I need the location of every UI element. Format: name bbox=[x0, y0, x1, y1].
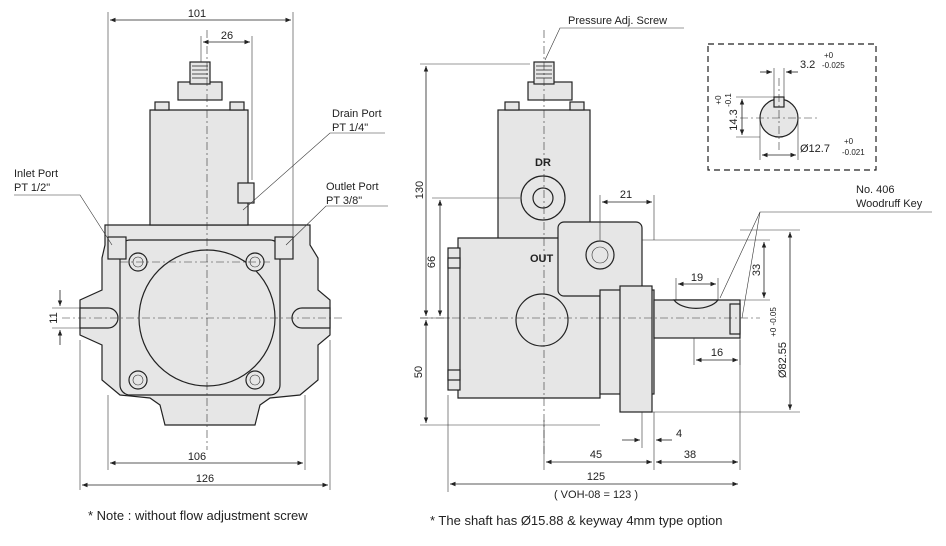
front-dim-11: 11 bbox=[48, 312, 60, 323]
front-view: 101 26 11 106 126 Drain Port PT 1/4" Inl… bbox=[14, 8, 388, 490]
shaft-dia-dim: Ø12.7 bbox=[800, 143, 830, 155]
key-no-label: No. 406 bbox=[856, 184, 895, 196]
side-dim-diameter: Ø82.55 bbox=[777, 342, 789, 378]
side-dim-130: 130 bbox=[414, 181, 426, 199]
key-width-tol-up: +0 bbox=[824, 51, 834, 60]
note-left: * Note : without flow adjustment screw bbox=[88, 508, 308, 523]
drain-port-label: Drain Port bbox=[332, 108, 382, 120]
front-dim-26: 26 bbox=[221, 30, 233, 42]
key-depth-tol-low: -0.1 bbox=[724, 93, 733, 107]
drain-mark: DR bbox=[535, 157, 551, 169]
side-dim-125-alt: ( VOH-08 = 123 ) bbox=[554, 489, 638, 501]
shaft-dia-tol-low: -0.021 bbox=[842, 148, 865, 157]
side-dim-50: 50 bbox=[413, 366, 425, 378]
key-depth-dim: 14.3 bbox=[728, 109, 740, 130]
side-dim-66: 66 bbox=[426, 256, 438, 268]
key-depth-tol-up: +0 bbox=[714, 95, 723, 105]
side-dim-21: 21 bbox=[620, 189, 632, 201]
side-dim-33: 33 bbox=[751, 264, 763, 276]
note-right: * The shaft has Ø15.88 & keyway 4mm type… bbox=[430, 513, 722, 528]
drain-port-size: PT 1/4" bbox=[332, 122, 368, 134]
outlet-port-size: PT 3/8" bbox=[326, 195, 362, 207]
inlet-port-size: PT 1/2" bbox=[14, 182, 50, 194]
side-dim-45: 45 bbox=[590, 449, 602, 461]
side-dim-4: 4 bbox=[676, 428, 682, 440]
outlet-port-label: Outlet Port bbox=[326, 181, 379, 193]
key-detail: 3.2 +0 -0.025 14.3 +0 -0.1 Ø12.7 +0 -0.0… bbox=[707, 43, 877, 171]
side-dim-38: 38 bbox=[684, 449, 696, 461]
key-width-tol-low: -0.025 bbox=[822, 61, 845, 70]
pressure-screw-label: Pressure Adj. Screw bbox=[568, 15, 667, 27]
out-mark: OUT bbox=[530, 253, 554, 265]
side-view: DR OUT Pressure Adj. Screw No. 406 Woodr… bbox=[413, 15, 932, 501]
side-dim-16: 16 bbox=[711, 347, 723, 359]
front-dim-101: 101 bbox=[188, 8, 206, 20]
side-dim-diameter-tol: +0 -0.05 bbox=[769, 307, 778, 337]
side-dim-125: 125 bbox=[587, 471, 605, 483]
front-dim-106: 106 bbox=[188, 451, 206, 463]
inlet-port-label: Inlet Port bbox=[14, 168, 58, 180]
key-width-dim: 3.2 bbox=[800, 59, 815, 71]
key-name-label: Woodruff Key bbox=[856, 198, 923, 210]
front-dim-126: 126 bbox=[196, 473, 214, 485]
shaft-dia-tol-up: +0 bbox=[844, 137, 854, 146]
side-dim-19: 19 bbox=[691, 272, 703, 284]
